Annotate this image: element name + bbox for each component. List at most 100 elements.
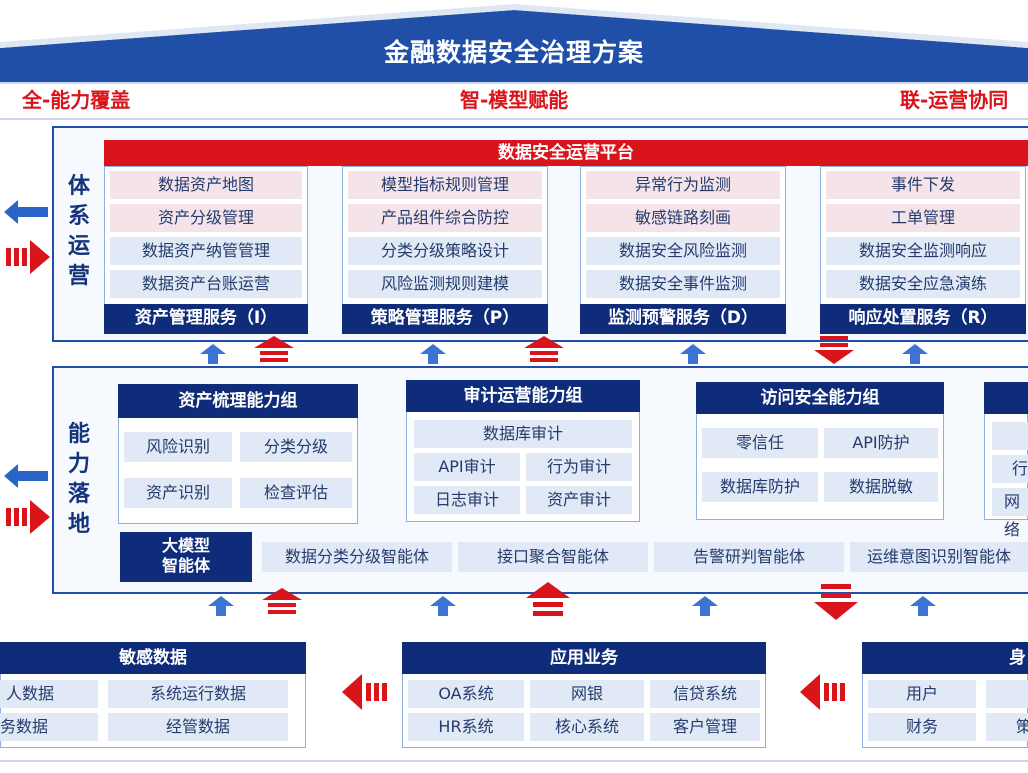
capability-item[interactable]: 零信任 (702, 428, 818, 458)
cap-label-char: 落 (67, 482, 90, 507)
service-item[interactable]: 工单管理 (826, 204, 1020, 232)
service-item[interactable]: 数据安全监测响应 (826, 237, 1020, 265)
capability-item[interactable]: API审计 (414, 453, 520, 481)
service-item[interactable]: 敏感链路刻画 (586, 204, 780, 232)
data-category[interactable]: 系统运行数据 (108, 680, 288, 708)
identity-item[interactable]: 策 (986, 713, 1028, 741)
service-item[interactable]: 资产分级管理 (110, 204, 302, 232)
service-footer: 资产管理服务（I） (104, 304, 308, 334)
arrow-up-icon (200, 344, 226, 364)
service-item[interactable]: 数据资产地图 (110, 171, 302, 199)
arrow-up-icon (430, 596, 456, 616)
capability-item[interactable]: 数据库审计 (414, 420, 632, 448)
identity-title: 身 (862, 642, 1028, 674)
service-item[interactable]: 产品组件综合防控 (348, 204, 542, 232)
arrow-up-icon (254, 336, 294, 362)
capability-item[interactable]: 数据脱敏 (824, 472, 938, 502)
capability-item[interactable]: 行为审计 (526, 453, 632, 481)
identity-item[interactable]: 用户 (868, 680, 976, 708)
pillar-collaboration: 联-运营协同 (900, 88, 1009, 112)
arrow-up-icon (526, 582, 570, 616)
arrow-right-icon (6, 500, 50, 534)
arrow-up-icon (208, 596, 234, 616)
service-item[interactable]: 事件下发 (826, 171, 1020, 199)
cap-label-char: 能 (67, 422, 90, 447)
cap-label-char: 力 (67, 452, 90, 477)
data-category[interactable]: 务数据 (0, 713, 98, 741)
capability-group-title: 审计运营能力组 (406, 380, 640, 412)
arrow-right-icon (6, 240, 50, 274)
app-item[interactable]: 核心系统 (530, 713, 644, 741)
arrow-left-icon (4, 200, 48, 224)
app-item[interactable]: OA系统 (408, 680, 524, 708)
agent-item[interactable]: 运维意图识别智能体 (850, 542, 1028, 572)
arrow-left-icon (800, 674, 845, 710)
service-footer: 监测预警服务（D） (580, 304, 786, 334)
capability-item[interactable]: 检查评估 (240, 478, 352, 508)
capability-item[interactable]: 行 (992, 455, 1028, 483)
service-item[interactable]: 分类分级策略设计 (348, 237, 542, 265)
ops-section-label: 体 系 运 营 (64, 172, 94, 292)
identity-item[interactable] (986, 680, 1028, 708)
service-item[interactable]: 异常行为监测 (586, 171, 780, 199)
platform-bar: 数据安全运营平台 (104, 140, 1028, 166)
cap-label-char: 地 (67, 512, 90, 537)
service-item[interactable]: 风险监测规则建模 (348, 270, 542, 298)
llm-label-line: 大模型 (161, 536, 210, 555)
service-item[interactable]: 数据安全应急演练 (826, 270, 1020, 298)
arrow-up-icon (262, 588, 302, 614)
arrow-left-icon (342, 674, 387, 710)
service-item[interactable]: 模型指标规则管理 (348, 171, 542, 199)
capability-item[interactable]: 资产识别 (124, 478, 232, 508)
service-item[interactable]: 数据安全风险监测 (586, 237, 780, 265)
capability-item[interactable]: API防护 (824, 428, 938, 458)
app-item[interactable]: 信贷系统 (650, 680, 760, 708)
app-item[interactable]: HR系统 (408, 713, 524, 741)
capability-group-title: 资产梳理能力组 (118, 384, 358, 418)
capability-item[interactable] (992, 422, 1028, 450)
arrow-down-icon (814, 584, 858, 620)
pillar-coverage: 全-能力覆盖 (22, 88, 131, 112)
arrow-up-icon (902, 344, 928, 364)
arrow-left-icon (4, 464, 48, 488)
identity-item[interactable]: 财务 (868, 713, 976, 741)
page-title: 金融数据安全治理方案 (383, 38, 644, 67)
capability-item[interactable]: 数据库防护 (702, 472, 818, 502)
service-item[interactable]: 数据资产纳管管理 (110, 237, 302, 265)
llm-label-line: 智能体 (161, 556, 210, 575)
capability-item[interactable]: 网络 (992, 488, 1028, 539)
data-category[interactable]: 人数据 (0, 680, 98, 708)
bottom-divider (0, 760, 1028, 762)
agent-item[interactable]: 接口聚合智能体 (458, 542, 648, 572)
pillar-model: 智-模型赋能 (460, 88, 569, 112)
service-item[interactable]: 数据安全事件监测 (586, 270, 780, 298)
service-footer: 响应处置服务（R） (820, 304, 1026, 334)
app-item[interactable]: 网银 (530, 680, 644, 708)
ops-label-char: 系 (67, 204, 90, 229)
capability-group-title (984, 382, 1028, 414)
arrow-down-icon (814, 336, 854, 364)
ops-label-char: 运 (67, 234, 90, 259)
sensitive-data-title: 敏感数据 (0, 642, 306, 674)
pillar-band (0, 82, 1028, 120)
llm-agent-label: 大模型 智能体 (120, 532, 252, 582)
arrow-up-icon (692, 596, 718, 616)
roof-banner (0, 4, 1028, 82)
agent-item[interactable]: 数据分类分级智能体 (262, 542, 452, 572)
capability-group-title: 访问安全能力组 (696, 382, 944, 414)
arrow-up-icon (680, 344, 706, 364)
service-item[interactable]: 数据资产台账运营 (110, 270, 302, 298)
arrow-up-icon (910, 596, 936, 616)
capability-item[interactable]: 日志审计 (414, 486, 520, 514)
capability-section-label: 能 力 落 地 (64, 420, 94, 540)
arrow-up-icon (524, 336, 564, 362)
agent-item[interactable]: 告警研判智能体 (654, 542, 844, 572)
ops-label-char: 营 (67, 264, 90, 289)
application-title: 应用业务 (402, 642, 766, 674)
capability-item[interactable]: 资产审计 (526, 486, 632, 514)
arrow-up-icon (420, 344, 446, 364)
capability-item[interactable]: 分类分级 (240, 432, 352, 462)
data-category[interactable]: 经管数据 (108, 713, 288, 741)
app-item[interactable]: 客户管理 (650, 713, 760, 741)
capability-item[interactable]: 风险识别 (124, 432, 232, 462)
